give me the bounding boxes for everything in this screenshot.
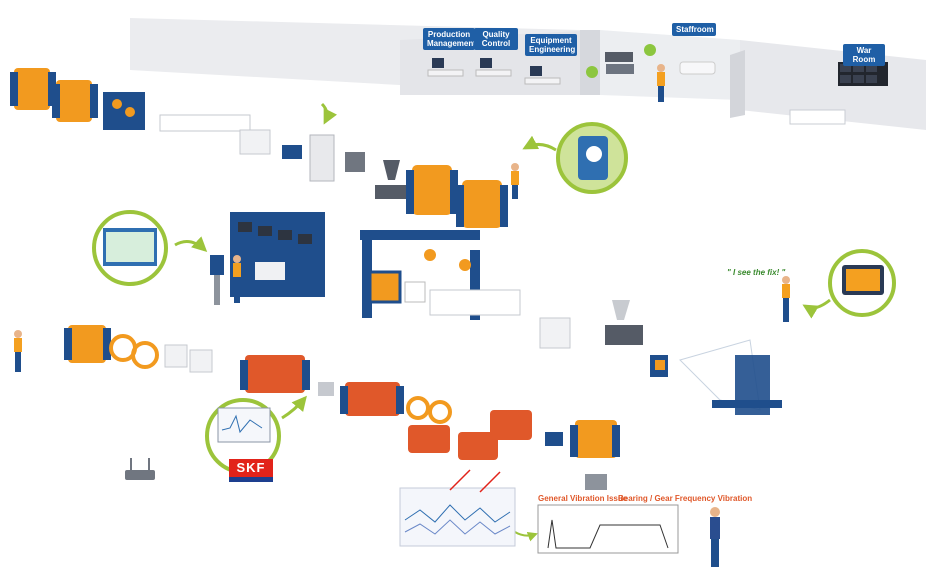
callout-mobile-app <box>828 249 896 317</box>
staffroom-furniture <box>586 44 716 78</box>
general-vibration-label: General Vibration Issue <box>538 494 628 503</box>
vibration-waterfall-plot <box>399 469 516 547</box>
production-line-top <box>10 68 508 228</box>
sign-quality-control: Quality Control <box>474 28 518 50</box>
callout-tablet-dashboard <box>92 210 168 286</box>
callout-sensor-reading <box>556 122 628 194</box>
vibration-spectrum-plot <box>537 474 679 554</box>
sign-production-management: Production Management <box>423 28 476 50</box>
skf-logo-band <box>229 477 273 482</box>
flow-arrows <box>174 102 831 542</box>
office-desks <box>427 58 561 85</box>
wireless-router <box>125 458 155 480</box>
bearing-gear-vibration-label: Bearing / Gear Frequency Vibration <box>618 494 753 503</box>
skf-logo: SKF <box>229 459 273 477</box>
sign-staffroom: Staffroom <box>672 23 716 36</box>
fix-quote: " I see the fix! " <box>727 268 786 277</box>
sign-equipment-engineering: Equipment Engineering <box>525 34 577 56</box>
war-room-screens <box>789 62 888 125</box>
workers <box>14 64 790 567</box>
sign-war-room: War Room <box>843 44 885 66</box>
production-line-middle <box>210 212 782 415</box>
production-line-lower <box>64 325 620 460</box>
